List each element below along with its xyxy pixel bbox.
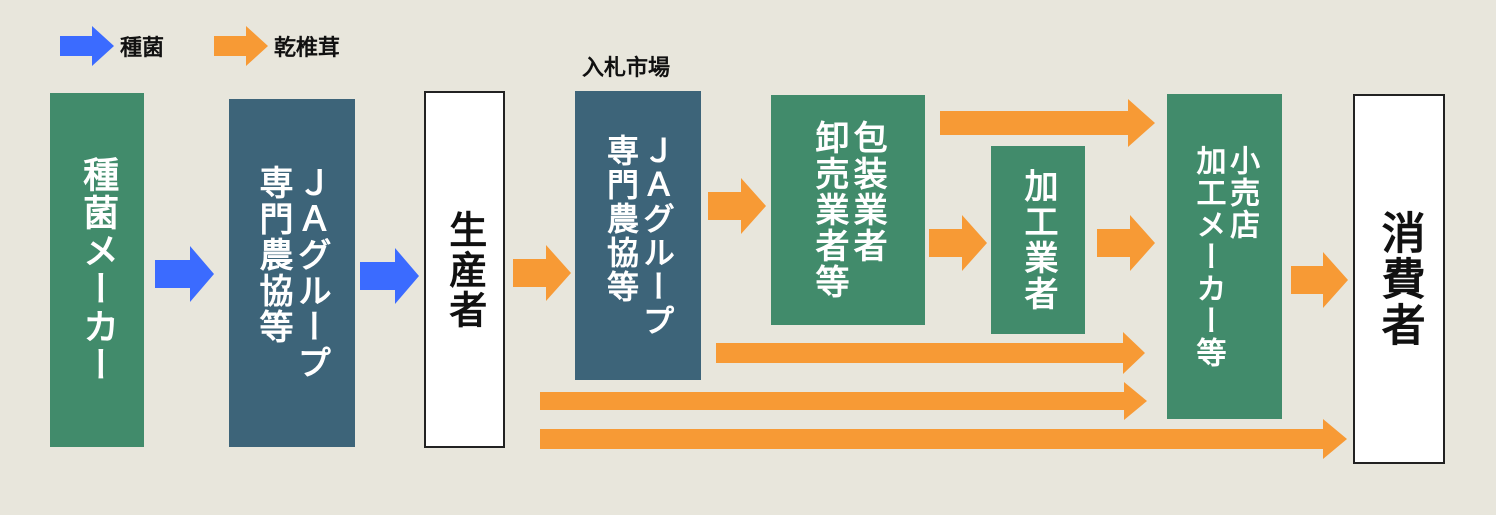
seed-arrow-2 <box>360 248 419 304</box>
legend-dried: 乾椎茸 <box>212 24 340 68</box>
legend-seed-label: 種菌 <box>120 36 165 61</box>
seed-arrow-1 <box>155 246 214 302</box>
dried-arrow-retail-consumer <box>1291 252 1348 308</box>
node-processor-label: 加工業者 <box>1018 168 1059 312</box>
dried-legend-arrow-icon <box>214 26 268 66</box>
dried-arrow-market-wholesale <box>708 178 766 234</box>
node-retail: 小売店 加工メーカー等 <box>1167 94 1282 419</box>
node-wholesale: 包装業者 卸売業者等 <box>771 95 925 325</box>
node-ja-seed-label: ＪＡグループ 専門農協等 <box>253 165 332 381</box>
dried-arrow-processor-retail <box>1097 215 1155 271</box>
node-consumer-label: 消費者 <box>1373 210 1425 348</box>
node-retail-label: 小売店 加工メーカー等 <box>1190 144 1260 369</box>
legend-dried-label: 乾椎茸 <box>274 36 341 61</box>
market-label: 入札市場 <box>582 56 671 81</box>
seed-legend-arrow-icon <box>60 26 114 66</box>
node-ja-market-label: ＪＡグループ 専門農協等 <box>602 133 676 338</box>
node-processor: 加工業者 <box>991 146 1085 334</box>
dried-arrow-producer-market <box>513 245 571 301</box>
node-seed-maker-label: 種菌メーカー <box>77 156 119 384</box>
node-seed-maker: 種菌メーカー <box>50 93 144 447</box>
node-producer-label: 生産者 <box>442 209 487 330</box>
dried-arrow-wholesale-retail <box>940 99 1155 147</box>
node-consumer: 消費者 <box>1353 94 1445 464</box>
dried-arrow-producer-retail <box>540 382 1147 420</box>
dried-arrow-producer-consumer <box>540 419 1347 459</box>
node-ja-market: ＪＡグループ 専門農協等 <box>575 91 701 380</box>
node-ja-seed: ＪＡグループ 専門農協等 <box>229 99 355 447</box>
dried-arrow-market-retail <box>716 332 1145 374</box>
legend-seed: 種菌 <box>58 24 164 68</box>
dried-arrow-wholesale-processor <box>929 215 987 271</box>
node-producer: 生産者 <box>424 91 505 448</box>
node-wholesale-label: 包装業者 卸売業者等 <box>809 120 888 300</box>
